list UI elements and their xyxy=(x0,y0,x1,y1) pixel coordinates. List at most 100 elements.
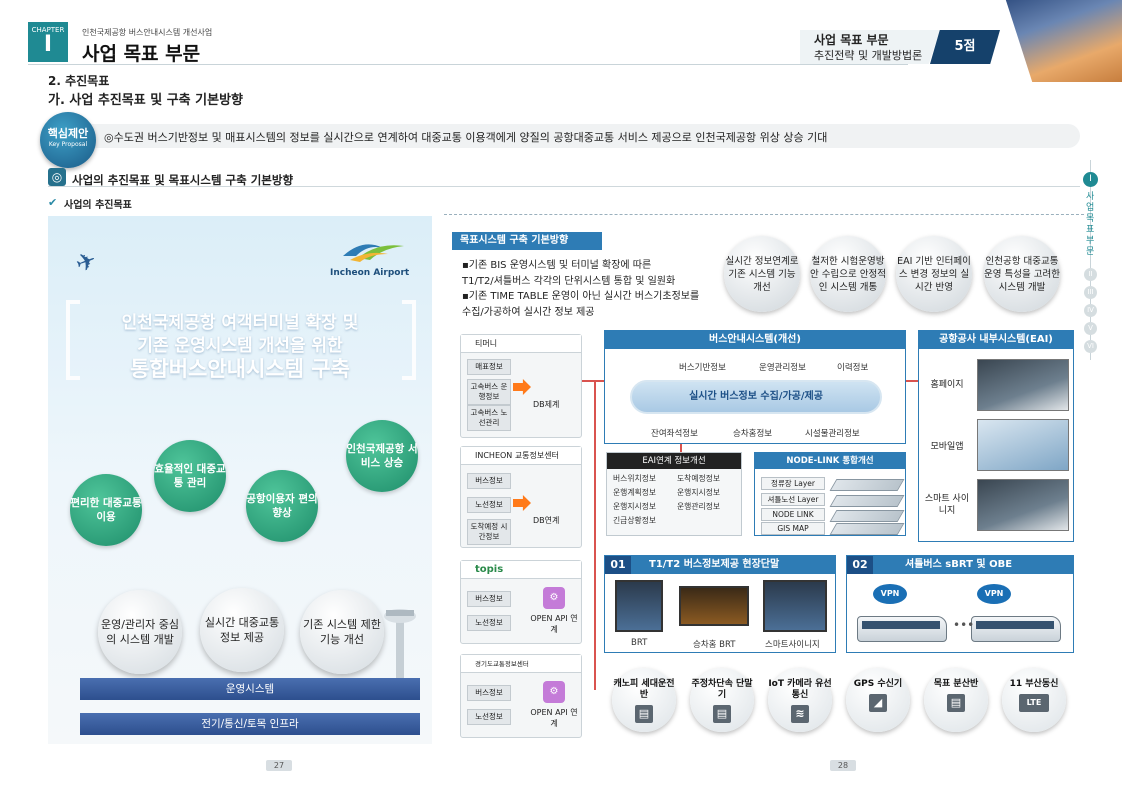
side-nav-current[interactable]: I xyxy=(1083,172,1098,187)
source-name: 경기도교통정보센터 xyxy=(461,655,581,673)
eai-item: 운행관리정보 xyxy=(677,502,721,511)
infra-bar: 전기/통신/토목 인프라 xyxy=(80,713,420,735)
eai-conversion-title: EAI연계 정보개선 xyxy=(607,453,741,469)
source-label: 노선정보 xyxy=(467,615,511,631)
goal-circle: 인천국제공항 서비스 상승 xyxy=(346,420,418,492)
infra-circle: GPS 수신기 ◢ xyxy=(846,668,910,732)
eai-item: 버스위치정보 xyxy=(613,474,657,483)
source-label: 고속버스 운행정보 xyxy=(467,379,511,405)
arrow-icon xyxy=(513,379,531,395)
target-bullet: ▪기존 TIME TABLE 운영이 아닌 실시간 버스기초정보를 xyxy=(462,291,700,302)
source-name: 티머니 xyxy=(461,335,581,353)
mobile-app-screenshot xyxy=(977,419,1069,471)
key-proposal-bar xyxy=(80,124,1080,148)
side-nav-item[interactable]: III xyxy=(1084,286,1097,299)
strategy-circle: 실시간 대중교통정보 제공 xyxy=(200,588,284,672)
left-title-line2: 기존 운영시스템 개선을 위한 xyxy=(137,336,343,356)
score-badge: 5점 xyxy=(930,30,1000,64)
right-bracket xyxy=(402,300,416,380)
layer-map-icon xyxy=(829,495,905,507)
brt-screen xyxy=(615,580,663,632)
eai-system-item: 홈페이지 xyxy=(930,380,964,390)
eai-conversion-box: EAI연계 정보개선 버스위치정보 도착예정정보 운행계획정보 운행지시정보 운… xyxy=(606,452,742,536)
eai-item: 운행계획정보 xyxy=(613,488,657,497)
source-label: 버스정보 xyxy=(467,591,511,607)
goal-circle: 편리한 대중교통 이용 xyxy=(70,474,142,546)
layer-label: 셔틀노선 Layer xyxy=(761,493,825,506)
control-tower-icon xyxy=(384,609,416,680)
layer-label: 정류장 Layer xyxy=(761,477,825,490)
bus-bottom-item: 승차홈정보 xyxy=(733,429,773,439)
page-number-right: 28 xyxy=(830,760,856,771)
side-nav-item[interactable]: IV xyxy=(1084,304,1097,317)
source-db: DB제계 xyxy=(533,400,560,409)
bus-top-item: 이력정보 xyxy=(837,363,869,373)
shuttle-title: 셔틀버스 sBRT 및 OBE xyxy=(905,559,1013,570)
infra-circle: 11 부산동신 LTE xyxy=(1002,668,1066,732)
source-label: 노선정보 xyxy=(467,497,511,513)
smart-signage-screen xyxy=(763,580,827,632)
page-number-left: 27 xyxy=(266,760,292,771)
target-bullets: ▪기존 BIS 운영시스템 및 터미널 확장에 따른 T1/T2/셔틀버스 각각… xyxy=(462,258,699,320)
layer-map-icon xyxy=(829,523,905,535)
api-icon: ⚙ xyxy=(543,681,565,703)
chapter-badge: CHAPTER I xyxy=(28,22,68,62)
connector-line xyxy=(906,380,918,382)
subsection-divider xyxy=(48,186,1080,187)
infra-circle: IoT 카메라 유선통신 ≋ xyxy=(768,668,832,732)
terminal-panel: 01 T1/T2 버스정보제공 현장단말 BRT 승차홈 BRT 스마트사이니지 xyxy=(604,555,836,653)
left-title-line3: 통합버스안내시스템 구축 xyxy=(130,357,350,381)
bus-icon xyxy=(971,616,1061,642)
source-api: OPEN API 연계 xyxy=(530,614,578,634)
side-nav-item[interactable]: II xyxy=(1084,268,1097,281)
source-label: 버스정보 xyxy=(467,473,511,489)
arrow-icon xyxy=(513,495,531,511)
side-nav-item[interactable]: VI xyxy=(1084,340,1097,353)
shuttle-panel: 02 셔틀버스 sBRT 및 OBE VPN VPN ••• xyxy=(846,555,1074,653)
target-bullet: 수집/가공하여 실시간 정보 제공 xyxy=(462,306,595,318)
eai-item: 운행지시정보 xyxy=(613,502,657,511)
side-nav-line xyxy=(1090,160,1091,360)
api-icon: ⚙ xyxy=(543,587,565,609)
target-title: 목표시스템 구축 기본방향 xyxy=(452,232,602,250)
target-bubble: 실시간 정보연계로 기존 시스템 기능 개선 xyxy=(724,236,800,312)
eai-system-title: 공항공사 내부시스템(EAI) xyxy=(919,331,1073,349)
platform-brt-screen xyxy=(679,586,749,626)
signage-screenshot xyxy=(977,479,1069,531)
goal-circle: 공항이용자 편의향상 xyxy=(246,470,318,542)
bus-system-title: 버스안내시스템(개선) xyxy=(605,331,905,349)
infra-circle: 목표 분산반 ▤ xyxy=(924,668,988,732)
source-topis: topis 버스정보 노선정보 ⚙ OPEN API 연계 xyxy=(460,560,582,644)
source-name: topis xyxy=(461,561,581,579)
terminal-title: T1/T2 버스정보제공 현장단말 xyxy=(649,559,780,570)
side-nav-item[interactable]: V xyxy=(1084,322,1097,335)
terminal-item: BRT xyxy=(631,638,648,648)
infra-circle-label: IoT 카메라 유선통신 xyxy=(768,679,832,700)
eai-item: 도착예정정보 xyxy=(677,474,721,483)
side-nav-current-text: 사업목표부문 xyxy=(1086,192,1095,257)
source-db: DB연계 xyxy=(533,516,560,525)
right-dashed-divider xyxy=(444,214,1084,215)
layer-label: GIS MAP xyxy=(761,522,825,535)
realtime-oval: 실시간 버스정보 수집/가공/제공 xyxy=(630,380,882,414)
connector-line xyxy=(582,380,604,382)
satellite-dish-icon: ◢ xyxy=(869,694,887,712)
goal-circle: 효율적인 대중교통 관리 xyxy=(154,440,226,512)
wifi-icon: ≋ xyxy=(791,705,809,723)
target-bubble: 인천공항 대중교통 운영 특성을 고려한 시스템 개발 xyxy=(984,236,1060,312)
left-title-line1: 인천국제공항 여객터미널 확장 및 xyxy=(121,313,359,333)
bus-top-item: 버스기반정보 xyxy=(679,363,726,373)
connector-line xyxy=(680,444,682,452)
infra-circle-label: 주정차단속 단말기 xyxy=(691,679,753,700)
node-link-title: NODE-LINK 통합개선 xyxy=(755,453,905,469)
subsection-title: 사업의 추진목표 및 목표시스템 구축 기본방향 xyxy=(72,173,294,187)
infra-circle-label: 11 부산동신 xyxy=(1009,679,1059,689)
key-proposal-text: ◎수도권 버스기반정보 및 매표시스템의 정보를 실시간으로 연계하여 대중교통… xyxy=(104,131,828,144)
target-bullet: T1/T2/셔틀버스 각각의 단위시스템 통합 및 일원화 xyxy=(462,275,676,287)
vpn-badge: VPN xyxy=(977,584,1011,604)
key-proposal-label-en: Key Proposal xyxy=(48,141,88,148)
header-airport-photo xyxy=(1005,0,1122,82)
infra-circle-label: 목표 분산반 xyxy=(933,679,979,689)
vpn-badge: VPN xyxy=(873,584,907,604)
terminal-header: 01 T1/T2 버스정보제공 현장단말 xyxy=(605,556,835,574)
